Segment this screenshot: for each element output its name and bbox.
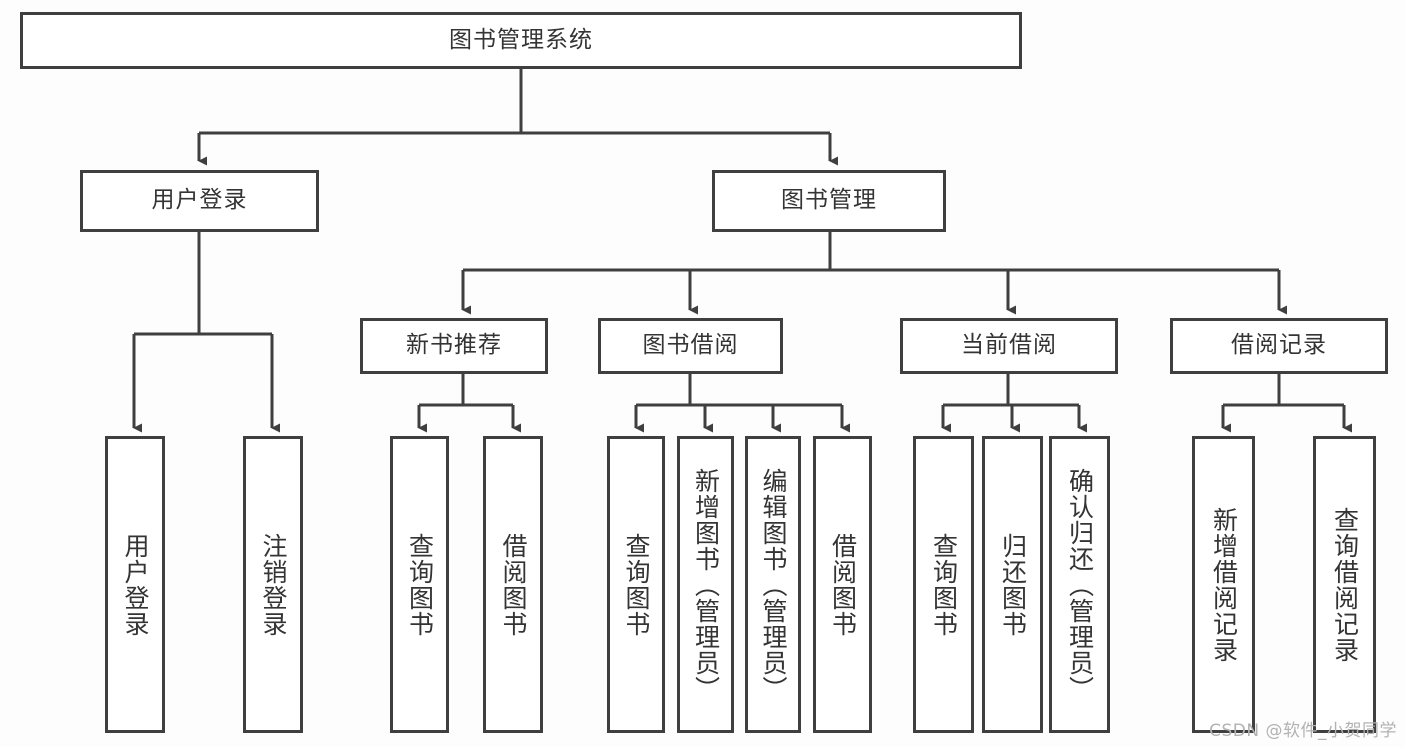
leaf-edit-book[interactable]: 编辑图书（管理员） <box>745 436 801 733</box>
node-root-label: 图书管理系统 <box>449 26 593 53</box>
leaf-edit-book-label: 编辑图书（管理员） <box>759 467 788 702</box>
node-book-borrow-label: 图书借阅 <box>642 332 739 359</box>
leaf-add-book-label: 新增图书（管理员） <box>691 467 721 702</box>
leaf-add-borrow-record-label: 新增借阅记录 <box>1209 506 1239 663</box>
leaf-logout[interactable]: 注销登录 <box>243 436 303 733</box>
node-book-manage[interactable]: 图书管理 <box>712 170 946 232</box>
leaf-query-book-recommend-label: 查询图书 <box>405 532 435 637</box>
node-current-borrow[interactable]: 当前借阅 <box>900 318 1118 374</box>
node-user-login[interactable]: 用户登录 <box>80 170 319 232</box>
leaf-confirm-return[interactable]: 确认归还（管理员） <box>1049 436 1110 733</box>
leaf-query-book-recommend[interactable]: 查询图书 <box>390 436 449 733</box>
leaf-query-book-borrow[interactable]: 查询图书 <box>607 436 665 733</box>
node-book-borrow[interactable]: 图书借阅 <box>598 318 783 374</box>
node-borrow-record[interactable]: 借阅记录 <box>1170 318 1388 374</box>
node-new-book-recommend[interactable]: 新书推荐 <box>360 318 548 374</box>
node-new-book-recommend-label: 新书推荐 <box>406 332 502 359</box>
node-current-borrow-label: 当前借阅 <box>961 332 1057 359</box>
node-root[interactable]: 图书管理系统 <box>20 12 1022 69</box>
node-borrow-record-label: 借阅记录 <box>1231 332 1327 359</box>
leaf-return-book[interactable]: 归还图书 <box>982 436 1043 733</box>
leaf-borrow-book-label: 借阅图书 <box>828 532 858 637</box>
leaf-query-borrow-record-label: 查询借阅记录 <box>1330 506 1360 663</box>
leaf-query-book-current[interactable]: 查询图书 <box>913 436 974 733</box>
csdn-watermark: CSDN @软件_小贺同学 <box>1209 721 1397 741</box>
leaf-user-login[interactable]: 用户登录 <box>105 436 165 733</box>
leaf-query-book-borrow-label: 查询图书 <box>622 532 651 637</box>
leaf-logout-label: 注销登录 <box>259 532 288 637</box>
leaf-add-book[interactable]: 新增图书（管理员） <box>677 436 734 733</box>
leaf-return-book-label: 归还图书 <box>998 532 1028 637</box>
leaf-query-book-current-label: 查询图书 <box>929 532 959 637</box>
leaf-query-borrow-record[interactable]: 查询借阅记录 <box>1313 436 1376 733</box>
node-book-manage-label: 图书管理 <box>781 187 877 214</box>
leaf-confirm-return-label: 确认归还（管理员） <box>1065 467 1095 702</box>
leaf-borrow-book-recommend[interactable]: 借阅图书 <box>483 436 543 733</box>
node-user-login-label: 用户登录 <box>151 187 248 214</box>
leaf-borrow-book[interactable]: 借阅图书 <box>813 436 872 733</box>
leaf-borrow-book-recommend-label: 借阅图书 <box>499 532 528 637</box>
leaf-user-login-label: 用户登录 <box>121 532 150 637</box>
leaf-add-borrow-record[interactable]: 新增借阅记录 <box>1192 436 1255 733</box>
